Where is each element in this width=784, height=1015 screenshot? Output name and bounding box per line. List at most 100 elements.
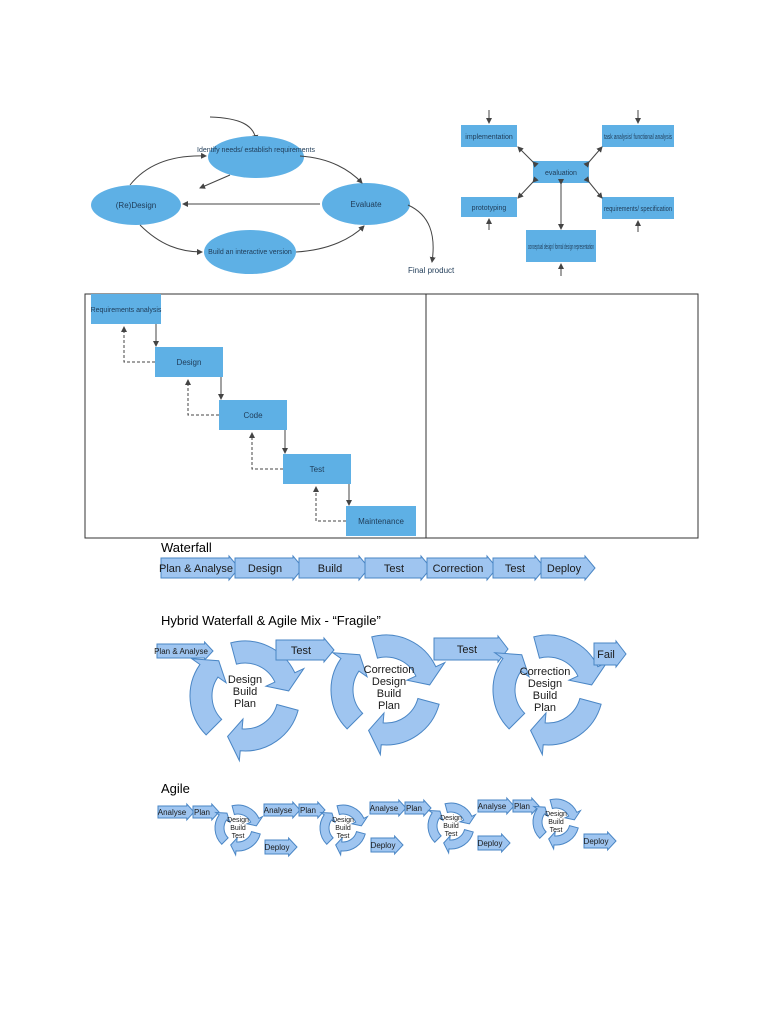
- agile-analyse-2-label: Analyse: [370, 804, 399, 813]
- agile-cycle-0: [214, 804, 264, 857]
- agile-cycle-0-arc-1: [214, 811, 231, 845]
- node-evaluation-label: evaluation: [545, 170, 577, 177]
- waterfall-step-3-label: Test: [384, 563, 404, 575]
- wf-design: [155, 347, 223, 377]
- agile-cycle-3-arc-2: [549, 798, 582, 821]
- agile-cycle-2-arc-1: [427, 809, 444, 843]
- agile-plan-1-shape: [298, 800, 326, 820]
- hybrid-end-arrow: Fail: [593, 639, 627, 669]
- waterfall-step-5-shape: [492, 554, 546, 582]
- hybrid-end-arrow-label: Fail: [597, 649, 615, 661]
- agile-cycle-1-arc-1: [319, 811, 336, 845]
- wf-test: [283, 454, 351, 484]
- lifecycle-cycle-diagram: Identify needs/ establish requirements (…: [91, 116, 455, 275]
- node-conceptual-design: [526, 230, 596, 262]
- agile-plan-3: Plan: [512, 796, 540, 816]
- hybrid-cycle-2-text-line-2: Build: [377, 688, 401, 700]
- node-task-analysis-label: task analysis/ functional analysis: [604, 134, 672, 141]
- waterfall-step-1: Design: [234, 554, 304, 582]
- agile-deploy-1: Deploy: [370, 834, 404, 856]
- agile-deploy-2-label: Deploy: [478, 839, 503, 848]
- agile-cycle-3: [532, 798, 582, 851]
- waterfall-step-2-label: Build: [318, 563, 342, 575]
- agile-title: Agile: [161, 781, 190, 796]
- node-redesign: [91, 185, 181, 225]
- agile-analyse-3-label: Analyse: [478, 802, 507, 811]
- agile-analyse-3-shape: [477, 796, 515, 816]
- waterfall-step-6: Deploy: [540, 554, 596, 582]
- waterfall-step-1-shape: [234, 554, 304, 582]
- agile-cycle-0-text-line-1: Build: [230, 825, 246, 832]
- waterfall-step-2-shape: [298, 554, 370, 582]
- wf-requirements-label: Requirements analysis: [91, 307, 162, 314]
- hybrid-link-1-shape: [275, 636, 335, 664]
- agile-cycle-0-text-line-0: Design: [227, 817, 249, 824]
- agile-deploy-0-shape: [264, 836, 298, 858]
- node-build-label: Build an interactive version: [208, 249, 292, 256]
- hybrid-cycle-1-arc-1: [189, 658, 228, 736]
- waterfall-model-diagram: Requirements analysis Design Code Test M…: [84, 293, 699, 539]
- agile-plan-1-label: Plan: [300, 806, 316, 815]
- node-requirements-spec: [602, 197, 674, 219]
- waterfall-step-1-label: Design: [248, 563, 282, 575]
- hybrid-cycle-2-text-line-3: Plan: [378, 700, 400, 712]
- hybrid-cycle-1-text-line-1: Build: [233, 686, 257, 698]
- node-prototyping: [461, 197, 517, 217]
- agile-analyse-0: Analyse: [157, 802, 195, 822]
- node-identify-needs: [208, 136, 304, 178]
- hybrid-cycle-2-arc-0: [367, 697, 440, 757]
- agile-cycle-2-text-line-1: Build: [443, 823, 459, 830]
- agile-plan-0: Plan: [192, 802, 220, 822]
- waterfall-step-3: Test: [364, 554, 432, 582]
- hybrid-title: Hybrid Waterfall & Agile Mix - “Fragile”: [161, 613, 381, 628]
- agile-cycle-3-text-line-0: Design: [545, 811, 567, 818]
- hybrid-link-2: Test: [433, 634, 509, 664]
- hybrid-diagram: Plan & AnalyseDesignBuildPlanTestCorrect…: [154, 634, 627, 763]
- agile-cycle-0-arc-0: [230, 831, 261, 857]
- agile-plan-0-shape: [192, 802, 220, 822]
- node-evaluate-label: Evaluate: [350, 200, 382, 209]
- wf-test-label: Test: [310, 465, 325, 474]
- waterfall-title: Waterfall: [161, 540, 212, 555]
- waterfall-step-6-label: Deploy: [547, 563, 582, 575]
- agile-analyse-1-label: Analyse: [264, 806, 293, 815]
- agile-plan-2: Plan: [404, 798, 432, 818]
- node-requirements-spec-label: requirements/ specification: [604, 206, 672, 213]
- hybrid-cycle-1-arc-0: [226, 703, 299, 763]
- agile-cycle-1-arc-0: [335, 831, 366, 857]
- hybrid-cycle-1-arc-2: [230, 640, 306, 692]
- node-task-analysis: [602, 125, 674, 147]
- hybrid-cycle-3-text-line-0: Correction: [520, 666, 571, 678]
- waterfall-step-5-label: Test: [505, 563, 525, 575]
- agile-deploy-3: Deploy: [583, 830, 617, 852]
- agile-cycle-1-text-line-2: Test: [337, 833, 350, 840]
- agile-analyse-1-shape: [263, 800, 301, 820]
- waterfall-step-4-shape: [426, 554, 498, 582]
- wf-maintenance: [346, 506, 416, 536]
- agile-cycle-0-text-line-2: Test: [232, 833, 245, 840]
- hybrid-cycle-3-text-line-3: Plan: [534, 702, 556, 714]
- hybrid-cycle-3-arc-1: [492, 652, 531, 730]
- agile-deploy-0: Deploy: [264, 836, 298, 858]
- waterfall-step-0: Plan & Analyse: [159, 554, 240, 582]
- agile-cycle-2: [427, 802, 477, 855]
- agile-cycle-3-text-line-1: Build: [548, 819, 564, 826]
- agile-deploy-2-shape: [477, 832, 511, 854]
- agile-cycle-2-text-line-0: Design: [440, 815, 462, 822]
- agile-plan-3-shape: [512, 796, 540, 816]
- agile-plan-3-label: Plan: [514, 802, 530, 811]
- node-implementation-label: implementation: [465, 134, 513, 141]
- evaluation-star-diagram: evaluation implementation task analysis/…: [461, 110, 674, 276]
- hybrid-start-arrow: Plan & Analyse: [154, 640, 214, 662]
- hybrid-cycle-2-text-line-0: Correction: [364, 664, 415, 676]
- waterfall-step-0-label: Plan & Analyse: [159, 563, 233, 575]
- hybrid-cycle-2-arc-2: [371, 634, 447, 686]
- hybrid-link-1-label: Test: [291, 645, 311, 657]
- agile-cycle-2-text-line-2: Test: [445, 831, 458, 838]
- hybrid-cycle-3-text-line-2: Build: [533, 690, 557, 702]
- hybrid-start-arrow-shape: [156, 640, 214, 662]
- hybrid-link-1: Test: [275, 636, 335, 664]
